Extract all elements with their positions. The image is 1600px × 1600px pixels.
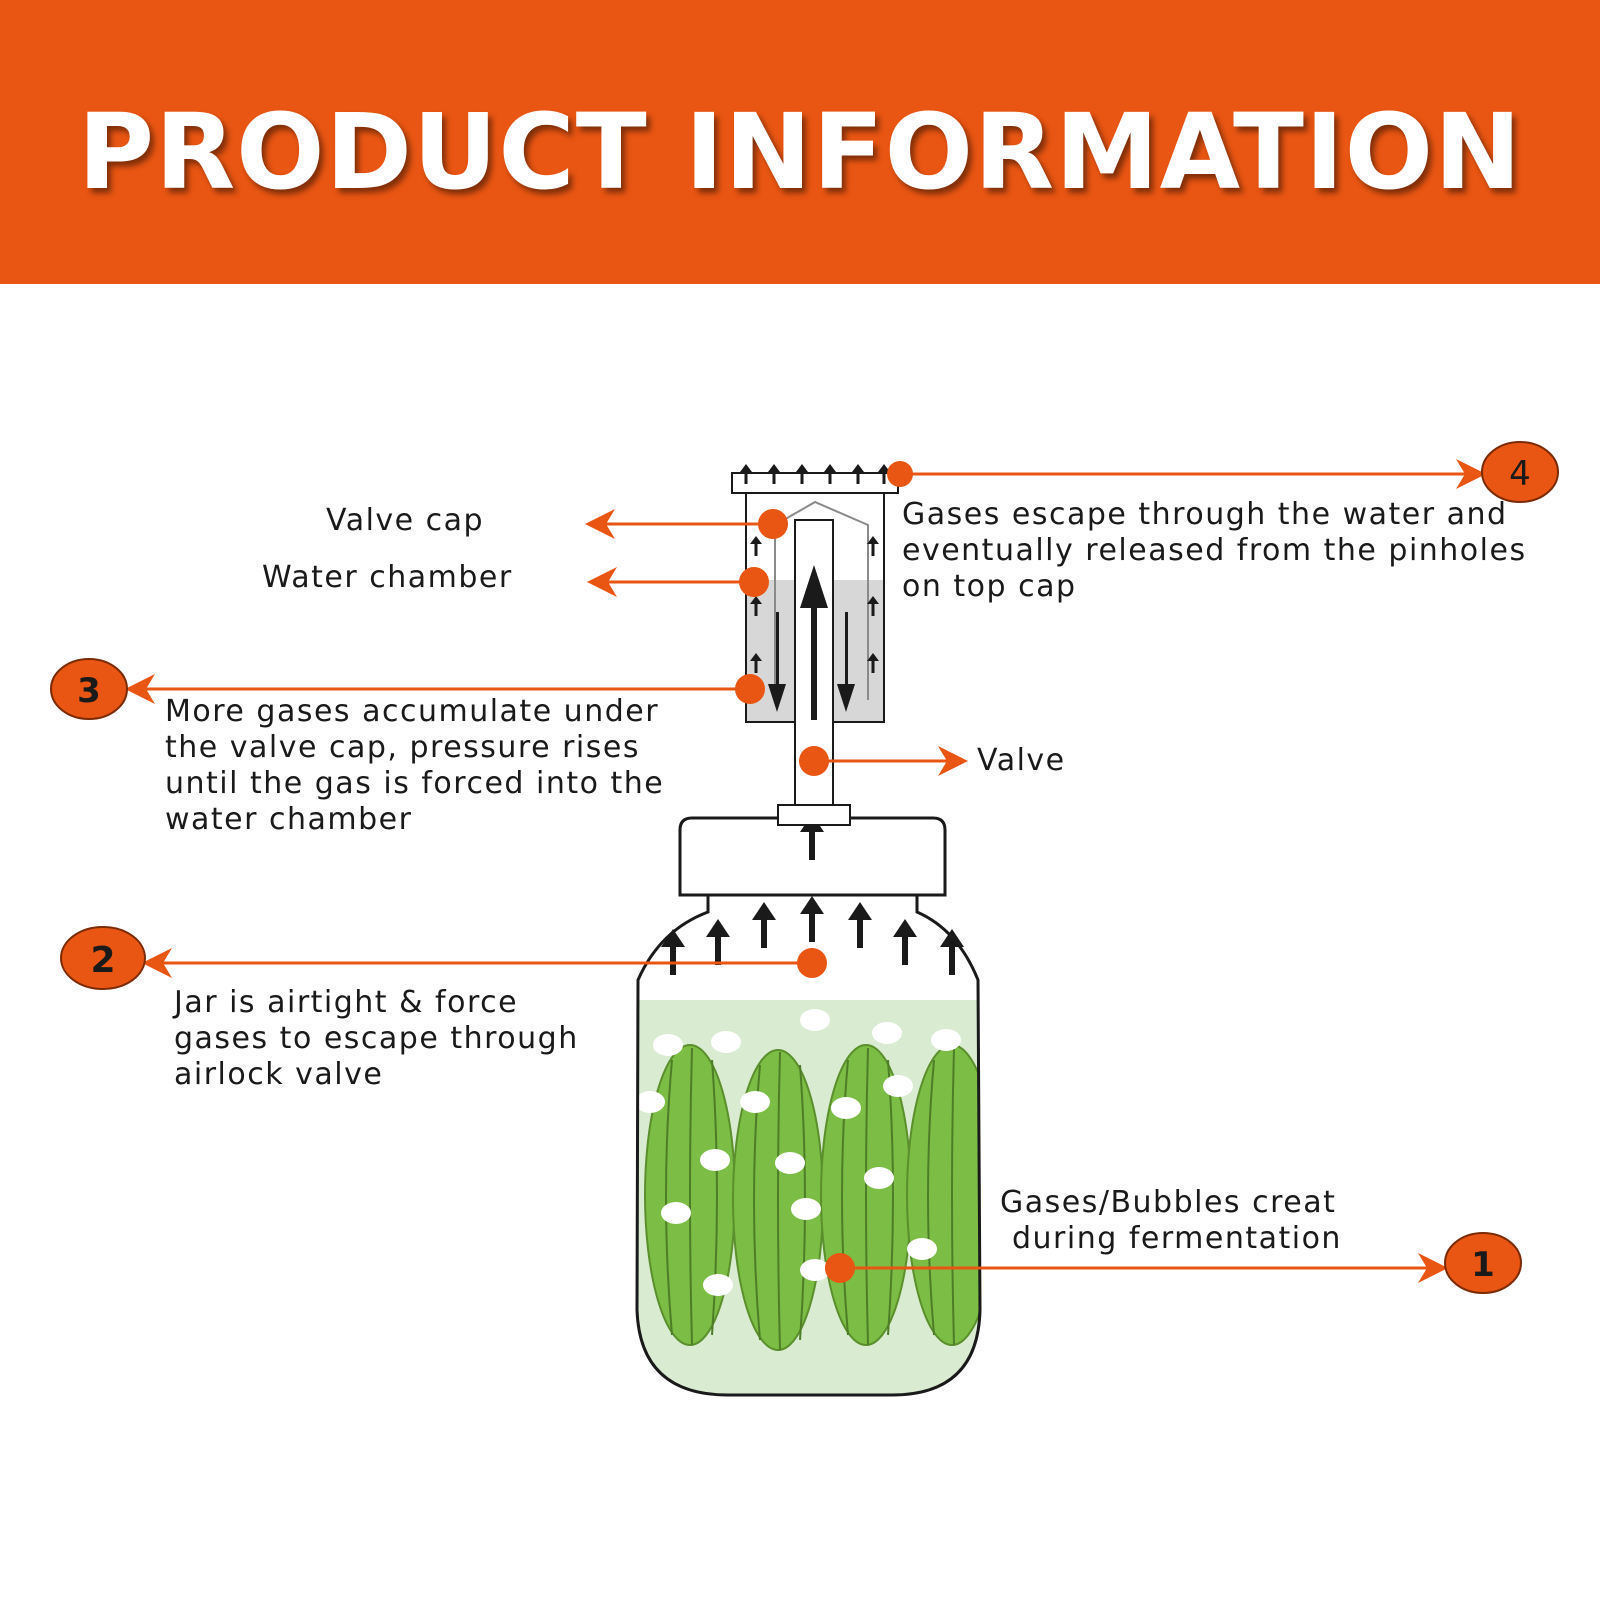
jar (635, 814, 982, 1397)
header-banner: PRODUCT INFORMATION (0, 0, 1600, 284)
callout-dot-1 (825, 1253, 855, 1283)
pinhole-arrows (740, 464, 890, 484)
callout-dot-3 (735, 674, 765, 704)
step-number-4: 4 (1509, 454, 1531, 494)
callouts (125, 459, 1486, 1283)
label-water-chamber: Water chamber (262, 560, 513, 595)
valve-base (777, 804, 851, 826)
label-valve: Valve (977, 743, 1066, 778)
step1-line: during fermentation (1012, 1221, 1342, 1256)
step2-line: Jar is airtight & force (174, 985, 519, 1020)
gas-arrows (661, 814, 964, 975)
callout-dot-valve (799, 746, 829, 776)
step-badge-4: 4 (1481, 441, 1559, 503)
step3-line: until the gas is forced into the (165, 766, 665, 801)
callout-dot-2 (797, 948, 827, 978)
callout-dot-4 (887, 461, 913, 487)
step1-line: Gases/Bubbles creat (1000, 1185, 1337, 1220)
callout-dot-water-chamber (739, 567, 769, 597)
inner-valve-cap (774, 500, 869, 700)
jar-outline (635, 893, 982, 1397)
step-number-3: 3 (77, 671, 101, 711)
step-badge-1: 1 (1444, 1232, 1522, 1294)
step-badge-2: 2 (60, 926, 146, 990)
page-title: PRODUCT INFORMATION (77, 91, 1523, 213)
step3-line: water chamber (165, 802, 413, 837)
label-valve-cap: Valve cap (326, 503, 485, 538)
callout-dot-valve-cap (758, 509, 788, 539)
step3-line: More gases accumulate under (165, 694, 660, 729)
step4-line: Gases escape through the water and (902, 497, 1508, 532)
step-badge-3: 3 (50, 658, 128, 720)
step2-line: gases to escape through (174, 1021, 579, 1056)
bubbles (637, 1009, 961, 1296)
step2-line: airlock valve (174, 1057, 384, 1092)
step4-line: on top cap (902, 569, 1077, 604)
step-number-2: 2 (90, 940, 115, 981)
step-number-1: 1 (1471, 1245, 1495, 1285)
step-badges: 4 3 2 1 (50, 441, 1559, 1294)
step3-line: the valve cap, pressure rises (165, 730, 640, 765)
top-cap (731, 472, 899, 494)
step4-line: eventually released from the pinholes (902, 533, 1527, 568)
